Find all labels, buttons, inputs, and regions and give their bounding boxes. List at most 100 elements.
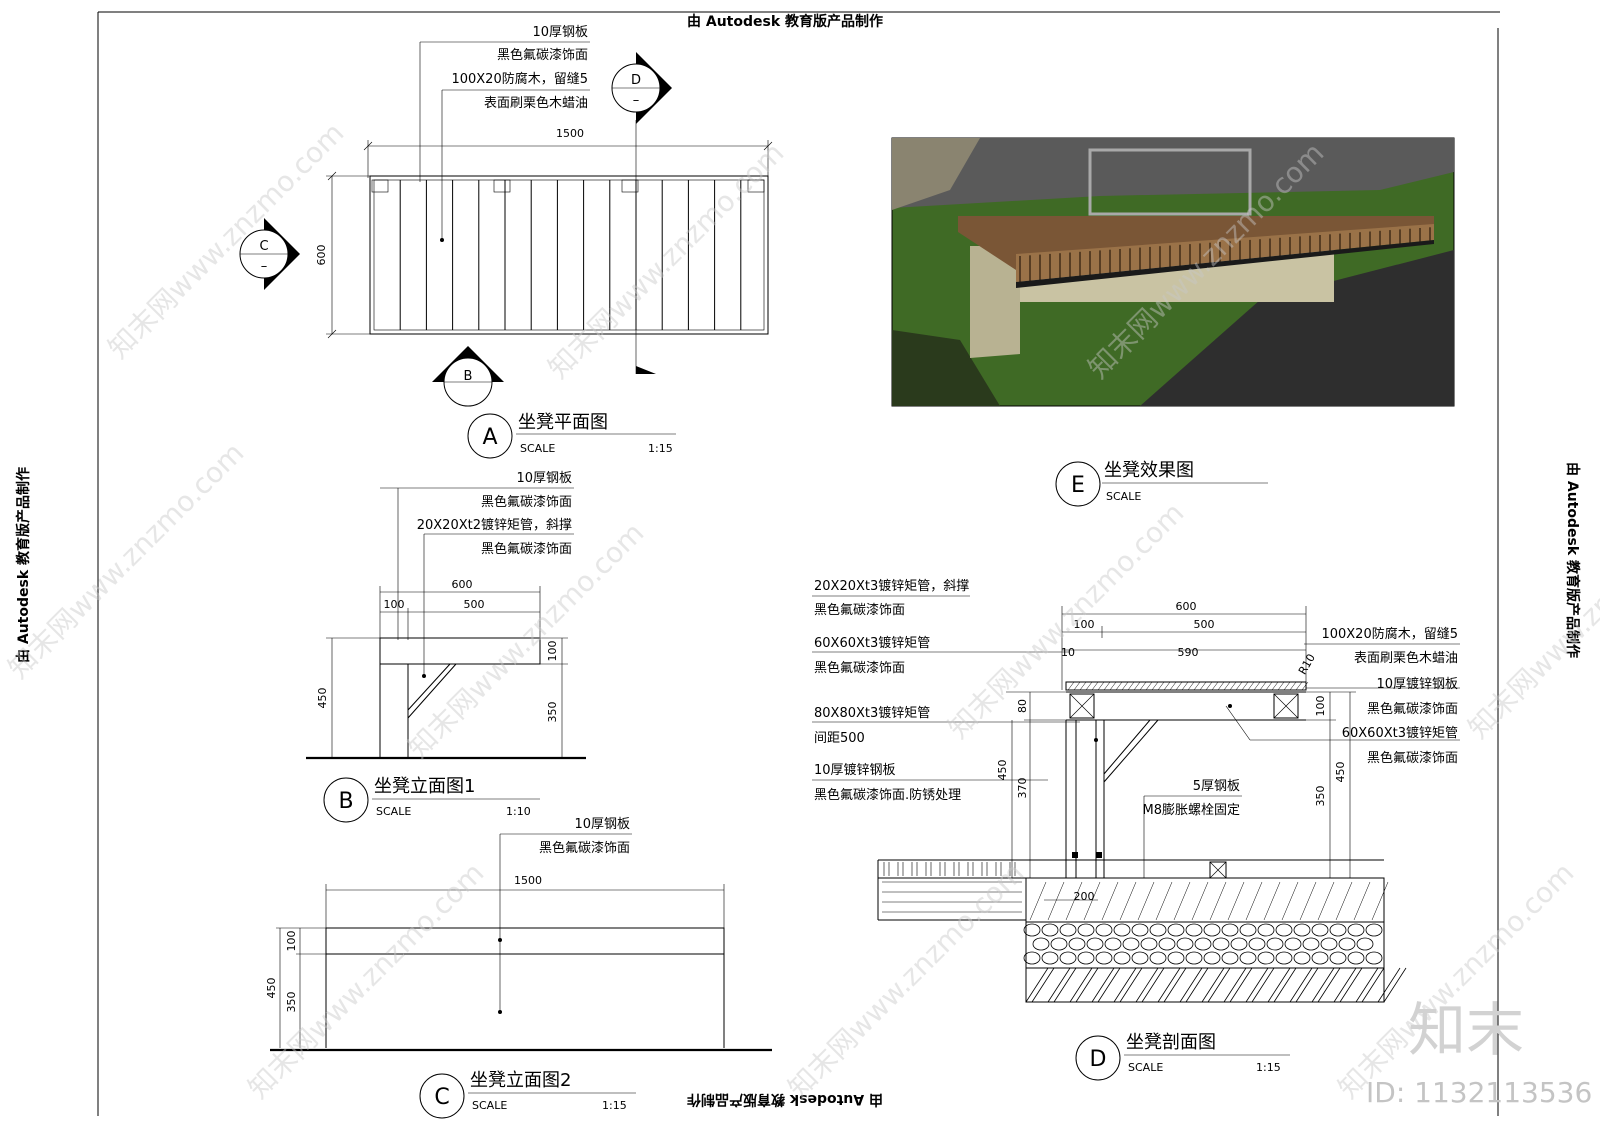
hatch-line (1245, 967, 1269, 1003)
gravel-stone (1077, 923, 1095, 937)
gravel-stone (1059, 951, 1077, 965)
gravel-stone (1131, 923, 1149, 937)
hatch-line (1299, 881, 1317, 921)
d-note-l2: 黑色氟碳漆饰面 (814, 602, 905, 618)
gravel-stone (1239, 923, 1257, 937)
hatch-line (1271, 681, 1279, 691)
hatch-line (1377, 967, 1401, 1003)
view-d-scale: 1:15 (1256, 1061, 1281, 1074)
hatch-line (1273, 967, 1297, 1003)
d-dim-370: 370 (1016, 778, 1029, 799)
d-note-l4: 黑色氟碳漆饰面 (814, 660, 905, 676)
gravel-stone (1221, 923, 1239, 937)
d-dim-c: 590 (1178, 646, 1199, 659)
hatch-line (1361, 967, 1385, 1003)
gravel-stone (1230, 937, 1248, 951)
hatch-line (1083, 881, 1101, 921)
gravel-stone (1122, 937, 1140, 951)
view-c-scale: 1:15 (602, 1099, 627, 1112)
hatch-line (1139, 681, 1147, 691)
hatch-line (1251, 967, 1275, 1003)
hatch-line (1097, 681, 1105, 691)
hatch-line (1267, 967, 1291, 1003)
gravel-stone (1041, 923, 1059, 937)
hatch-line (1135, 967, 1159, 1003)
gravel-stone (1176, 937, 1194, 951)
gravel-stone (1329, 923, 1347, 937)
hatch-line (1133, 681, 1141, 691)
svg-text:–: – (633, 93, 640, 108)
plan-dim-width: 1500 (556, 127, 584, 140)
gravel-stone (1149, 923, 1167, 937)
b-note-4: 黑色氟碳漆饰面 (481, 541, 572, 557)
plan-note-3: 100X20防腐木，留缝5 (451, 71, 588, 87)
hatch-line (1181, 681, 1189, 691)
hatch-line (1301, 681, 1309, 691)
b-note-2: 黑色氟碳漆饰面 (481, 494, 572, 510)
gravel-stone (1041, 951, 1059, 965)
d-dim-80: 80 (1016, 699, 1029, 713)
d-note-l6: 间距500 (814, 731, 865, 746)
gravel-stone (1167, 951, 1185, 965)
hatch-line (1223, 681, 1231, 691)
hatch-line (1227, 881, 1245, 921)
stamp-right: 由 Autodesk 教育版产品制作 (1564, 462, 1581, 658)
c-note-2: 黑色氟碳漆饰面 (539, 840, 630, 856)
c-dim-height: 450 (265, 978, 278, 999)
gravel-stone (1059, 923, 1077, 937)
hatch-line (1121, 681, 1129, 691)
hatch-line (1047, 881, 1065, 921)
c-dim-width: 1500 (514, 874, 542, 887)
view-c-elevation: 10厚钢板 黑色氟碳漆饰面 1500 450 100 350 C 坐凳立面图2 … (265, 817, 772, 1119)
hatch-line (1119, 881, 1137, 921)
gravel-stone (1347, 951, 1365, 965)
hatch-line (1265, 681, 1273, 691)
view-e-title: 坐凳效果图 (1104, 460, 1194, 481)
b-dim-height: 450 (316, 688, 329, 709)
hatch-line (1075, 967, 1099, 1003)
gravel-stone (1077, 951, 1095, 965)
gravel-stone (1293, 951, 1311, 965)
view-e-letter: E (1071, 473, 1085, 498)
hatch-line (1029, 881, 1047, 921)
d-dim-450: 450 (996, 760, 1009, 781)
gravel-stone (1113, 951, 1131, 965)
d-note-l7: 10厚镀锌钢板 (814, 762, 896, 778)
gravel-stone (1149, 951, 1167, 965)
hatch-line (1339, 967, 1363, 1003)
gravel-stone (1365, 951, 1383, 965)
gravel-stone (1185, 951, 1203, 965)
d-dim-base: 200 (1074, 890, 1095, 903)
hatch-line (1179, 967, 1203, 1003)
b-dim-b: 500 (464, 598, 485, 611)
view-a-scale-label: SCALE (520, 442, 555, 455)
hatch-line (1245, 881, 1263, 921)
gravel-stone (1023, 923, 1041, 937)
hatch-line (1091, 967, 1115, 1003)
gravel-stone (1275, 923, 1293, 937)
d-note-r6: 黑色氟碳漆饰面 (1367, 750, 1458, 766)
view-a-letter: A (482, 425, 497, 450)
watermark-10: 知末网www.znzmo.com (1332, 856, 1581, 1105)
hatch-line (1137, 881, 1155, 921)
gravel-stone (1104, 937, 1122, 951)
gravel-stone (1284, 937, 1302, 951)
gravel-stone (1131, 951, 1149, 965)
gravel-stone (1257, 923, 1275, 937)
gravel-stone (1185, 923, 1203, 937)
d-note-r3: 10厚镀锌钢板 (1376, 676, 1458, 692)
gravel-stone (1347, 923, 1365, 937)
view-d-letter: D (1090, 1047, 1107, 1072)
b-dim-leg: 350 (546, 702, 559, 723)
hatch-line (1277, 681, 1285, 691)
gravel-stone (1266, 937, 1284, 951)
d-dim-450r: 450 (1334, 762, 1347, 783)
b-dim-total: 600 (452, 578, 473, 591)
hatch-line (1317, 881, 1335, 921)
marker-b-label: B (464, 369, 473, 384)
hatch-line (1163, 681, 1171, 691)
gravel-stone (1275, 951, 1293, 965)
hatch-line (1185, 967, 1209, 1003)
gravel-stone (1338, 937, 1356, 951)
hatch-line (1193, 681, 1201, 691)
